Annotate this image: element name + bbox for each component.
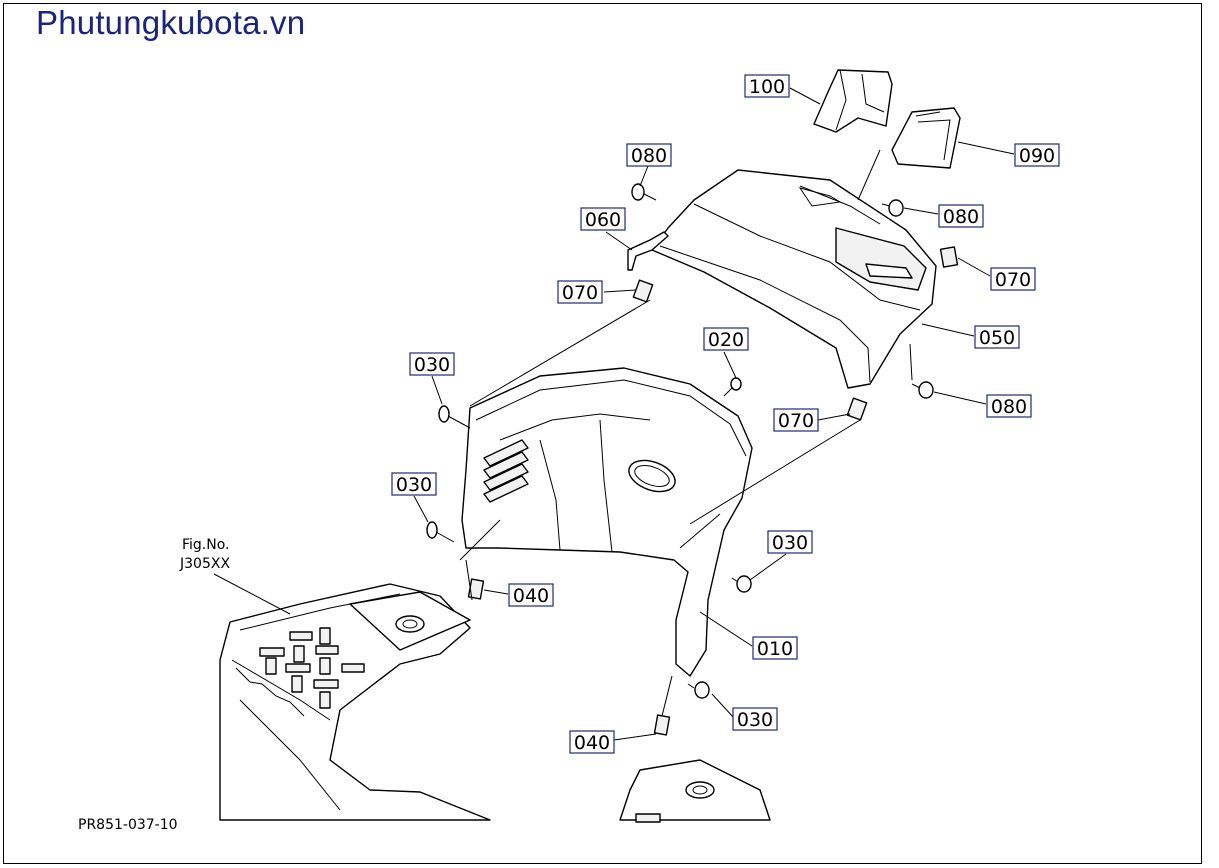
callout-030-upper[interactable]: 030 xyxy=(409,352,455,376)
svg-text:080: 080 xyxy=(631,145,667,167)
callout-010[interactable]: 010 xyxy=(752,636,798,660)
callout-030-right[interactable]: 030 xyxy=(767,530,813,554)
drawing-code: PR851-037-10 xyxy=(78,817,178,833)
svg-text:030: 030 xyxy=(737,709,773,731)
svg-text:030: 030 xyxy=(414,354,450,376)
callout-040-lower[interactable]: 040 xyxy=(569,730,615,754)
svg-text:070: 070 xyxy=(562,282,598,304)
svg-text:060: 060 xyxy=(585,209,621,231)
floor-step-assembly xyxy=(219,583,491,821)
part-030-screw-a xyxy=(438,405,471,429)
callout-050[interactable]: 050 xyxy=(974,325,1020,349)
assembly-lines xyxy=(459,149,913,717)
svg-text:070: 070 xyxy=(778,410,814,432)
svg-text:070: 070 xyxy=(995,269,1031,291)
vent-slots xyxy=(483,439,529,503)
figure-reference-number: J305XX xyxy=(179,556,230,572)
svg-text:010: 010 xyxy=(757,638,793,660)
part-030-screw-c xyxy=(731,575,752,593)
part-080-screw-left xyxy=(631,183,657,201)
svg-text:020: 020 xyxy=(708,329,744,351)
svg-text:080: 080 xyxy=(943,206,979,228)
svg-text:030: 030 xyxy=(772,532,808,554)
watermark-text: Phutungkubota.vn xyxy=(36,4,306,41)
svg-text:030: 030 xyxy=(396,474,432,496)
svg-text:040: 040 xyxy=(574,732,610,754)
part-080-screw-right-top xyxy=(881,199,904,217)
callout-020[interactable]: 020 xyxy=(703,327,749,351)
callout-100[interactable]: 100 xyxy=(744,74,790,98)
svg-text:050: 050 xyxy=(979,327,1015,349)
svg-text:080: 080 xyxy=(991,396,1027,418)
callout-060[interactable]: 060 xyxy=(580,207,626,231)
floor-tread-pads xyxy=(259,627,365,709)
callout-040-upper[interactable]: 040 xyxy=(508,583,554,607)
part-080-screw-right-bottom xyxy=(911,381,934,399)
part-020-screw xyxy=(723,377,742,397)
callout-070-left[interactable]: 070 xyxy=(557,280,603,304)
callout-080-bottom-right[interactable]: 080 xyxy=(986,394,1032,418)
part-090-panel xyxy=(891,107,961,169)
part-070-clip-lower xyxy=(846,397,868,421)
part-040-clip-b xyxy=(653,714,671,736)
callout-070-lower[interactable]: 070 xyxy=(773,408,819,432)
part-030-screw-b xyxy=(426,521,455,543)
callout-090[interactable]: 090 xyxy=(1014,143,1060,167)
part-060-bracket xyxy=(627,231,669,271)
callout-080-top-left[interactable]: 080 xyxy=(626,143,672,167)
floor-right-piece xyxy=(619,759,771,823)
svg-text:100: 100 xyxy=(749,76,785,98)
part-070-clip-right xyxy=(939,246,959,268)
figure-reference-label: Fig.No. xyxy=(182,537,230,553)
svg-text:090: 090 xyxy=(1019,145,1055,167)
leader-lines xyxy=(213,87,1015,741)
drawing-frame xyxy=(3,3,1202,864)
part-010-front-cover xyxy=(461,367,753,677)
callout-080-top-right[interactable]: 080 xyxy=(938,204,984,228)
svg-text:040: 040 xyxy=(513,585,549,607)
callout-070-right[interactable]: 070 xyxy=(990,267,1036,291)
part-030-screw-d xyxy=(687,681,710,699)
part-070-clip-left xyxy=(632,279,654,303)
callout-030-middle[interactable]: 030 xyxy=(391,472,437,496)
part-050-upper-panel xyxy=(651,169,937,389)
part-100-cover xyxy=(813,69,893,133)
callout-030-lower[interactable]: 030 xyxy=(732,707,778,731)
